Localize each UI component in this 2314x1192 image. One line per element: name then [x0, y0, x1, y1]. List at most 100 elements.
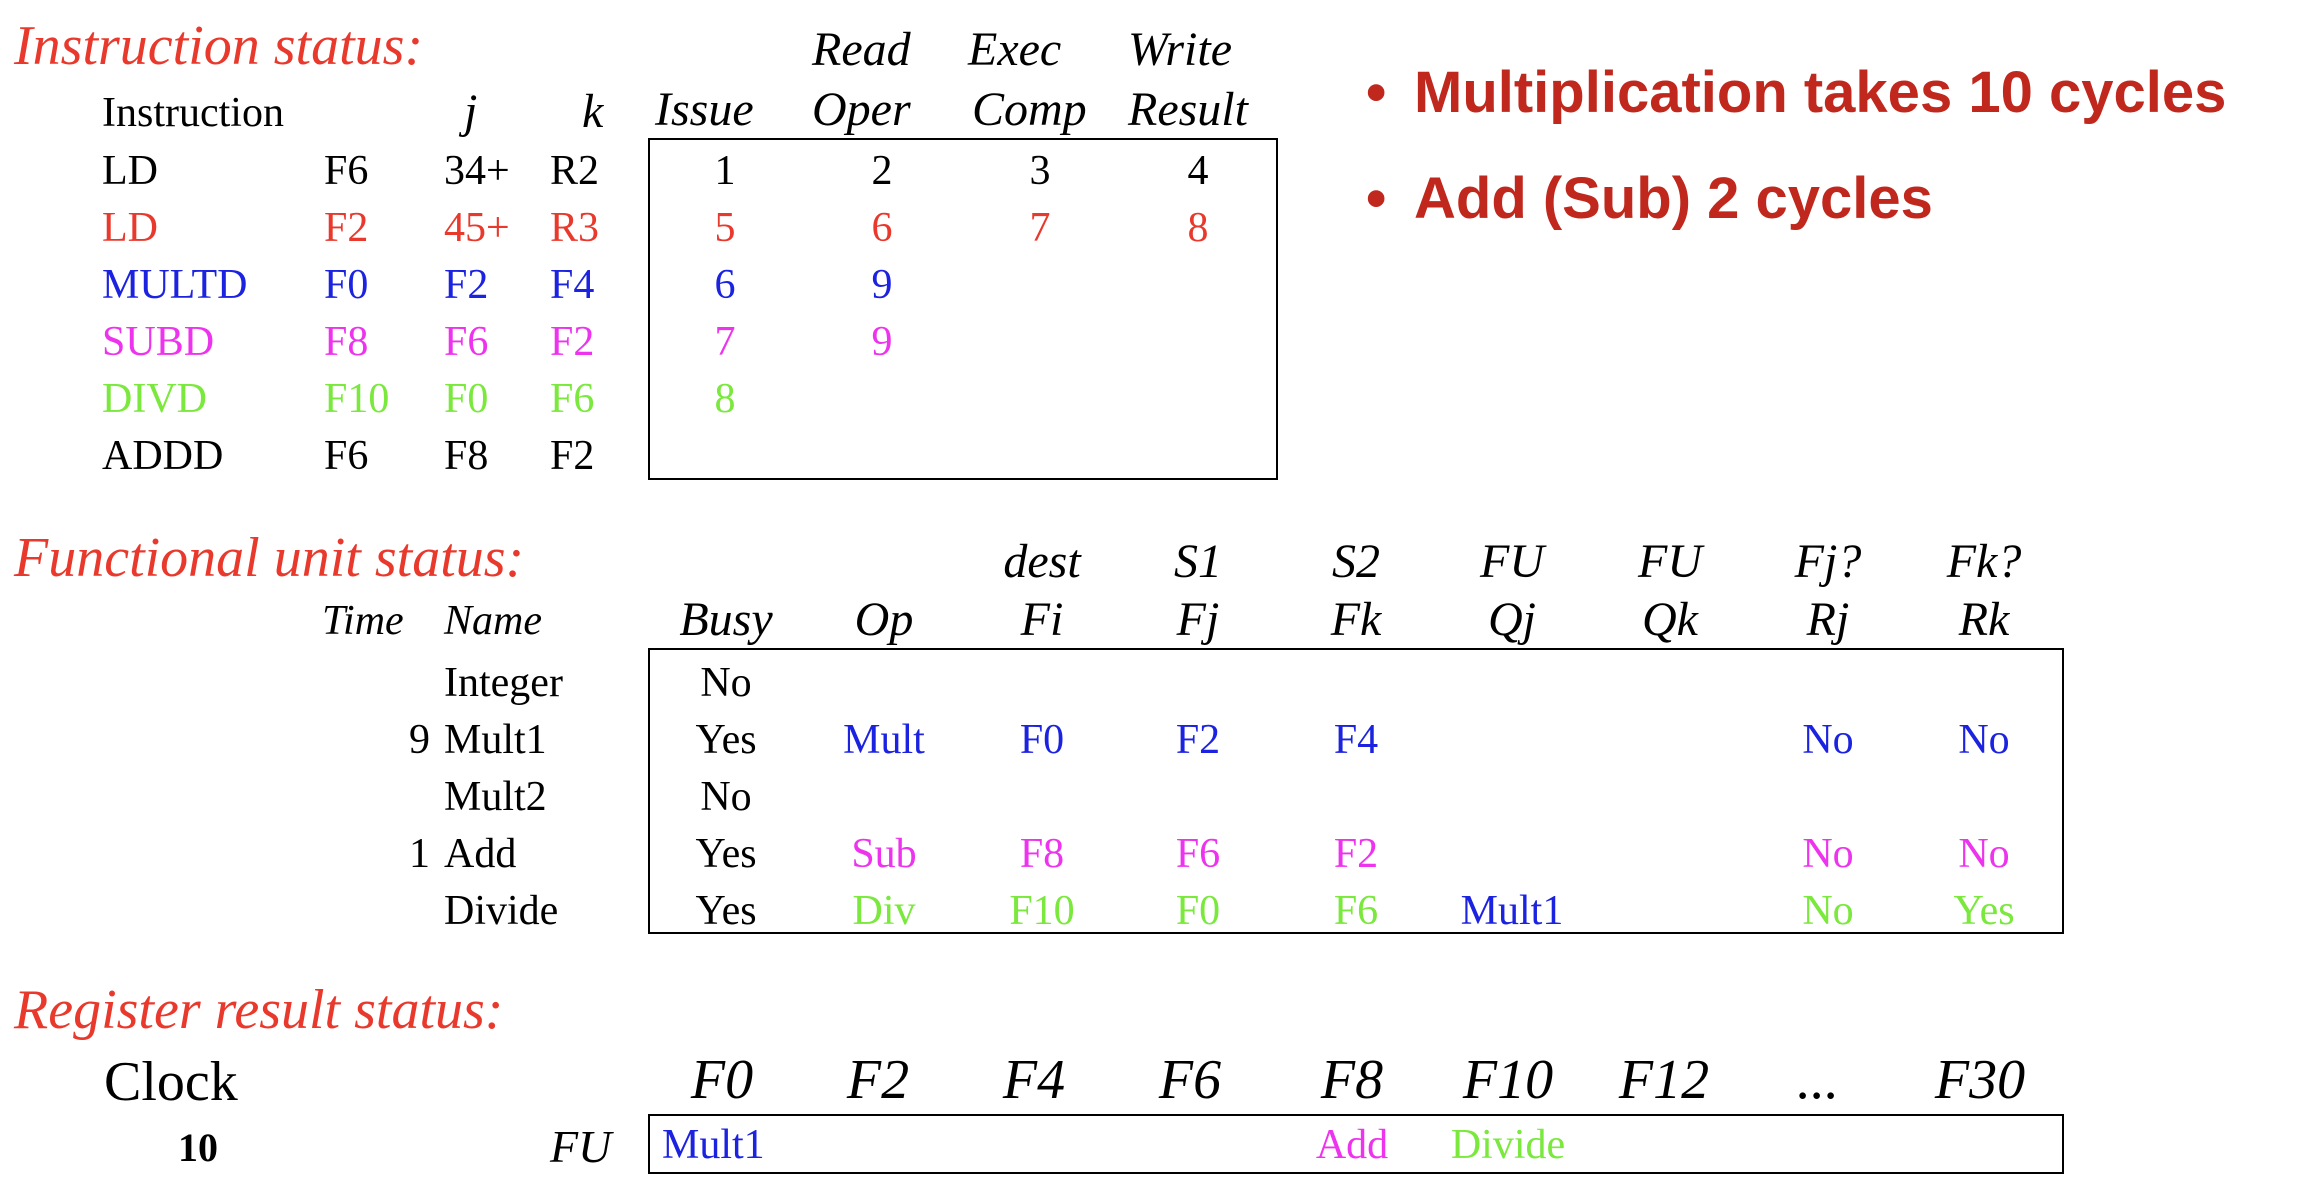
fu-header-fj: Fj — [1176, 593, 1220, 646]
fu-busy-cell: Yes — [695, 717, 757, 763]
register-name: F0 — [690, 1049, 754, 1111]
instruction-j-cell: F6 — [444, 319, 489, 365]
fu-name-cell: Mult1 — [444, 717, 547, 763]
fu-time-cell: 9 — [409, 717, 430, 763]
instruction-dest-cell: F0 — [324, 262, 369, 308]
register-name: F2 — [846, 1049, 910, 1111]
fu-fi-cell: F8 — [1019, 831, 1065, 877]
fu-fk-cell: F4 — [1333, 717, 1379, 763]
fu-busy-cell: No — [700, 774, 752, 820]
fu-rk-cell: No — [1958, 717, 2010, 763]
instruction-issue-cell: 5 — [714, 205, 736, 251]
instruction-read-cell: 9 — [871, 319, 893, 365]
bullet-icon: • — [1366, 60, 1387, 125]
instruction-dest-cell: F6 — [324, 148, 369, 194]
instruction-j-cell: 45+ — [444, 205, 510, 251]
instruction-exec-cell: 3 — [1029, 148, 1051, 194]
fu-op-cell: Sub — [851, 831, 917, 877]
note-multiplication: •Multiplication takes 10 cycles — [1366, 64, 2226, 122]
fu-header-rk: Rk — [1958, 593, 2010, 646]
fu-header-fi: Fi — [1020, 593, 1064, 646]
write-header-top: Write — [1128, 23, 1232, 76]
instruction-status-box — [648, 138, 1278, 480]
instruction-read-cell: 9 — [871, 262, 893, 308]
fu-name-cell: Integer — [444, 660, 563, 706]
fu-fi-cell: F10 — [1009, 888, 1075, 934]
fu-busy-cell: Yes — [695, 831, 757, 877]
register-name: F12 — [1618, 1049, 1710, 1111]
fu-header-qj: Qj — [1488, 593, 1536, 646]
instruction-op-cell: SUBD — [102, 319, 215, 365]
fu-header-top-fi: dest — [1003, 535, 1081, 588]
register-name: F4 — [1002, 1049, 1066, 1111]
instruction-op-cell: MULTD — [102, 262, 248, 308]
write-header-bottom: Result — [1128, 83, 1248, 136]
instruction-op-cell: ADDD — [102, 433, 224, 479]
j-header: j — [464, 85, 478, 138]
register-result-box — [648, 1114, 2064, 1174]
instruction-issue-cell: 8 — [714, 376, 736, 422]
fu-label: FU — [550, 1121, 612, 1172]
fu-fj-cell: F0 — [1175, 888, 1221, 934]
instruction-j-cell: F8 — [444, 433, 489, 479]
fu-header-top-rj: Fj? — [1794, 535, 1862, 588]
register-name: F10 — [1462, 1049, 1554, 1111]
fu-header-time: Time — [322, 598, 404, 644]
instruction-read-cell: 6 — [871, 205, 893, 251]
exec-header-top: Exec — [968, 23, 1062, 76]
instruction-op-cell: LD — [102, 148, 158, 194]
instruction-j-cell: F0 — [444, 376, 489, 422]
instruction-dest-cell: F6 — [324, 433, 369, 479]
fu-rk-cell: No — [1958, 831, 2010, 877]
fu-fk-cell: F2 — [1333, 831, 1379, 877]
register-name: F30 — [1934, 1049, 2026, 1111]
instruction-write-cell: 4 — [1187, 148, 1209, 194]
instruction-dest-cell: F8 — [324, 319, 369, 365]
fu-header-fk: Fk — [1330, 593, 1382, 646]
note-add: •Add (Sub) 2 cycles — [1366, 170, 1933, 228]
fu-rj-cell: No — [1802, 717, 1854, 763]
instruction-k-cell: F2 — [550, 319, 595, 365]
instruction-k-cell: F2 — [550, 433, 595, 479]
fu-fj-cell: F6 — [1175, 831, 1221, 877]
exec-header-bottom: Comp — [972, 83, 1087, 136]
instruction-j-cell: F2 — [444, 262, 489, 308]
fu-busy-cell: No — [700, 660, 752, 706]
instruction-dest-cell: F2 — [324, 205, 369, 251]
register-name: ... — [1797, 1049, 1839, 1111]
instruction-status-title: Instruction status: — [14, 15, 424, 77]
instruction-write-cell: 8 — [1187, 205, 1209, 251]
fu-header-busy: Busy — [679, 593, 773, 646]
fu-rk-cell: Yes — [1953, 888, 2015, 934]
fu-time-cell: 1 — [409, 831, 430, 877]
fu-rj-cell: No — [1802, 888, 1854, 934]
instruction-j-cell: 34+ — [444, 148, 510, 194]
issue-header: Issue — [655, 83, 754, 136]
fu-name-cell: Divide — [444, 888, 559, 934]
fu-rj-cell: No — [1802, 831, 1854, 877]
instruction-k-cell: F4 — [550, 262, 595, 308]
register-result-status-title: Register result status: — [14, 979, 504, 1041]
bullet-icon: • — [1366, 166, 1387, 231]
register-fu-value: Mult1 — [662, 1122, 765, 1168]
functional-unit-box — [648, 648, 2064, 934]
instruction-op-cell: DIVD — [102, 376, 207, 422]
fu-header-top-rk: Fk? — [1946, 535, 2022, 588]
instruction-exec-cell: 7 — [1029, 205, 1051, 251]
register-name: F6 — [1158, 1049, 1222, 1111]
fu-op-cell: Div — [852, 888, 916, 934]
fu-name-cell: Add — [444, 831, 517, 877]
instruction-header: Instruction — [102, 90, 284, 136]
clock-value: 10 — [178, 1125, 218, 1170]
fu-fi-cell: F0 — [1019, 717, 1065, 763]
instruction-read-cell: 2 — [871, 148, 893, 194]
fu-fk-cell: F6 — [1333, 888, 1379, 934]
instruction-issue-cell: 7 — [714, 319, 736, 365]
register-fu-value: Divide — [1450, 1122, 1566, 1168]
instruction-k-cell: F6 — [550, 376, 595, 422]
k-header: k — [582, 85, 604, 138]
instruction-op-cell: LD — [102, 205, 158, 251]
instruction-issue-cell: 1 — [714, 148, 736, 194]
read-header-bottom: Oper — [812, 83, 911, 136]
register-name: F8 — [1320, 1049, 1384, 1111]
